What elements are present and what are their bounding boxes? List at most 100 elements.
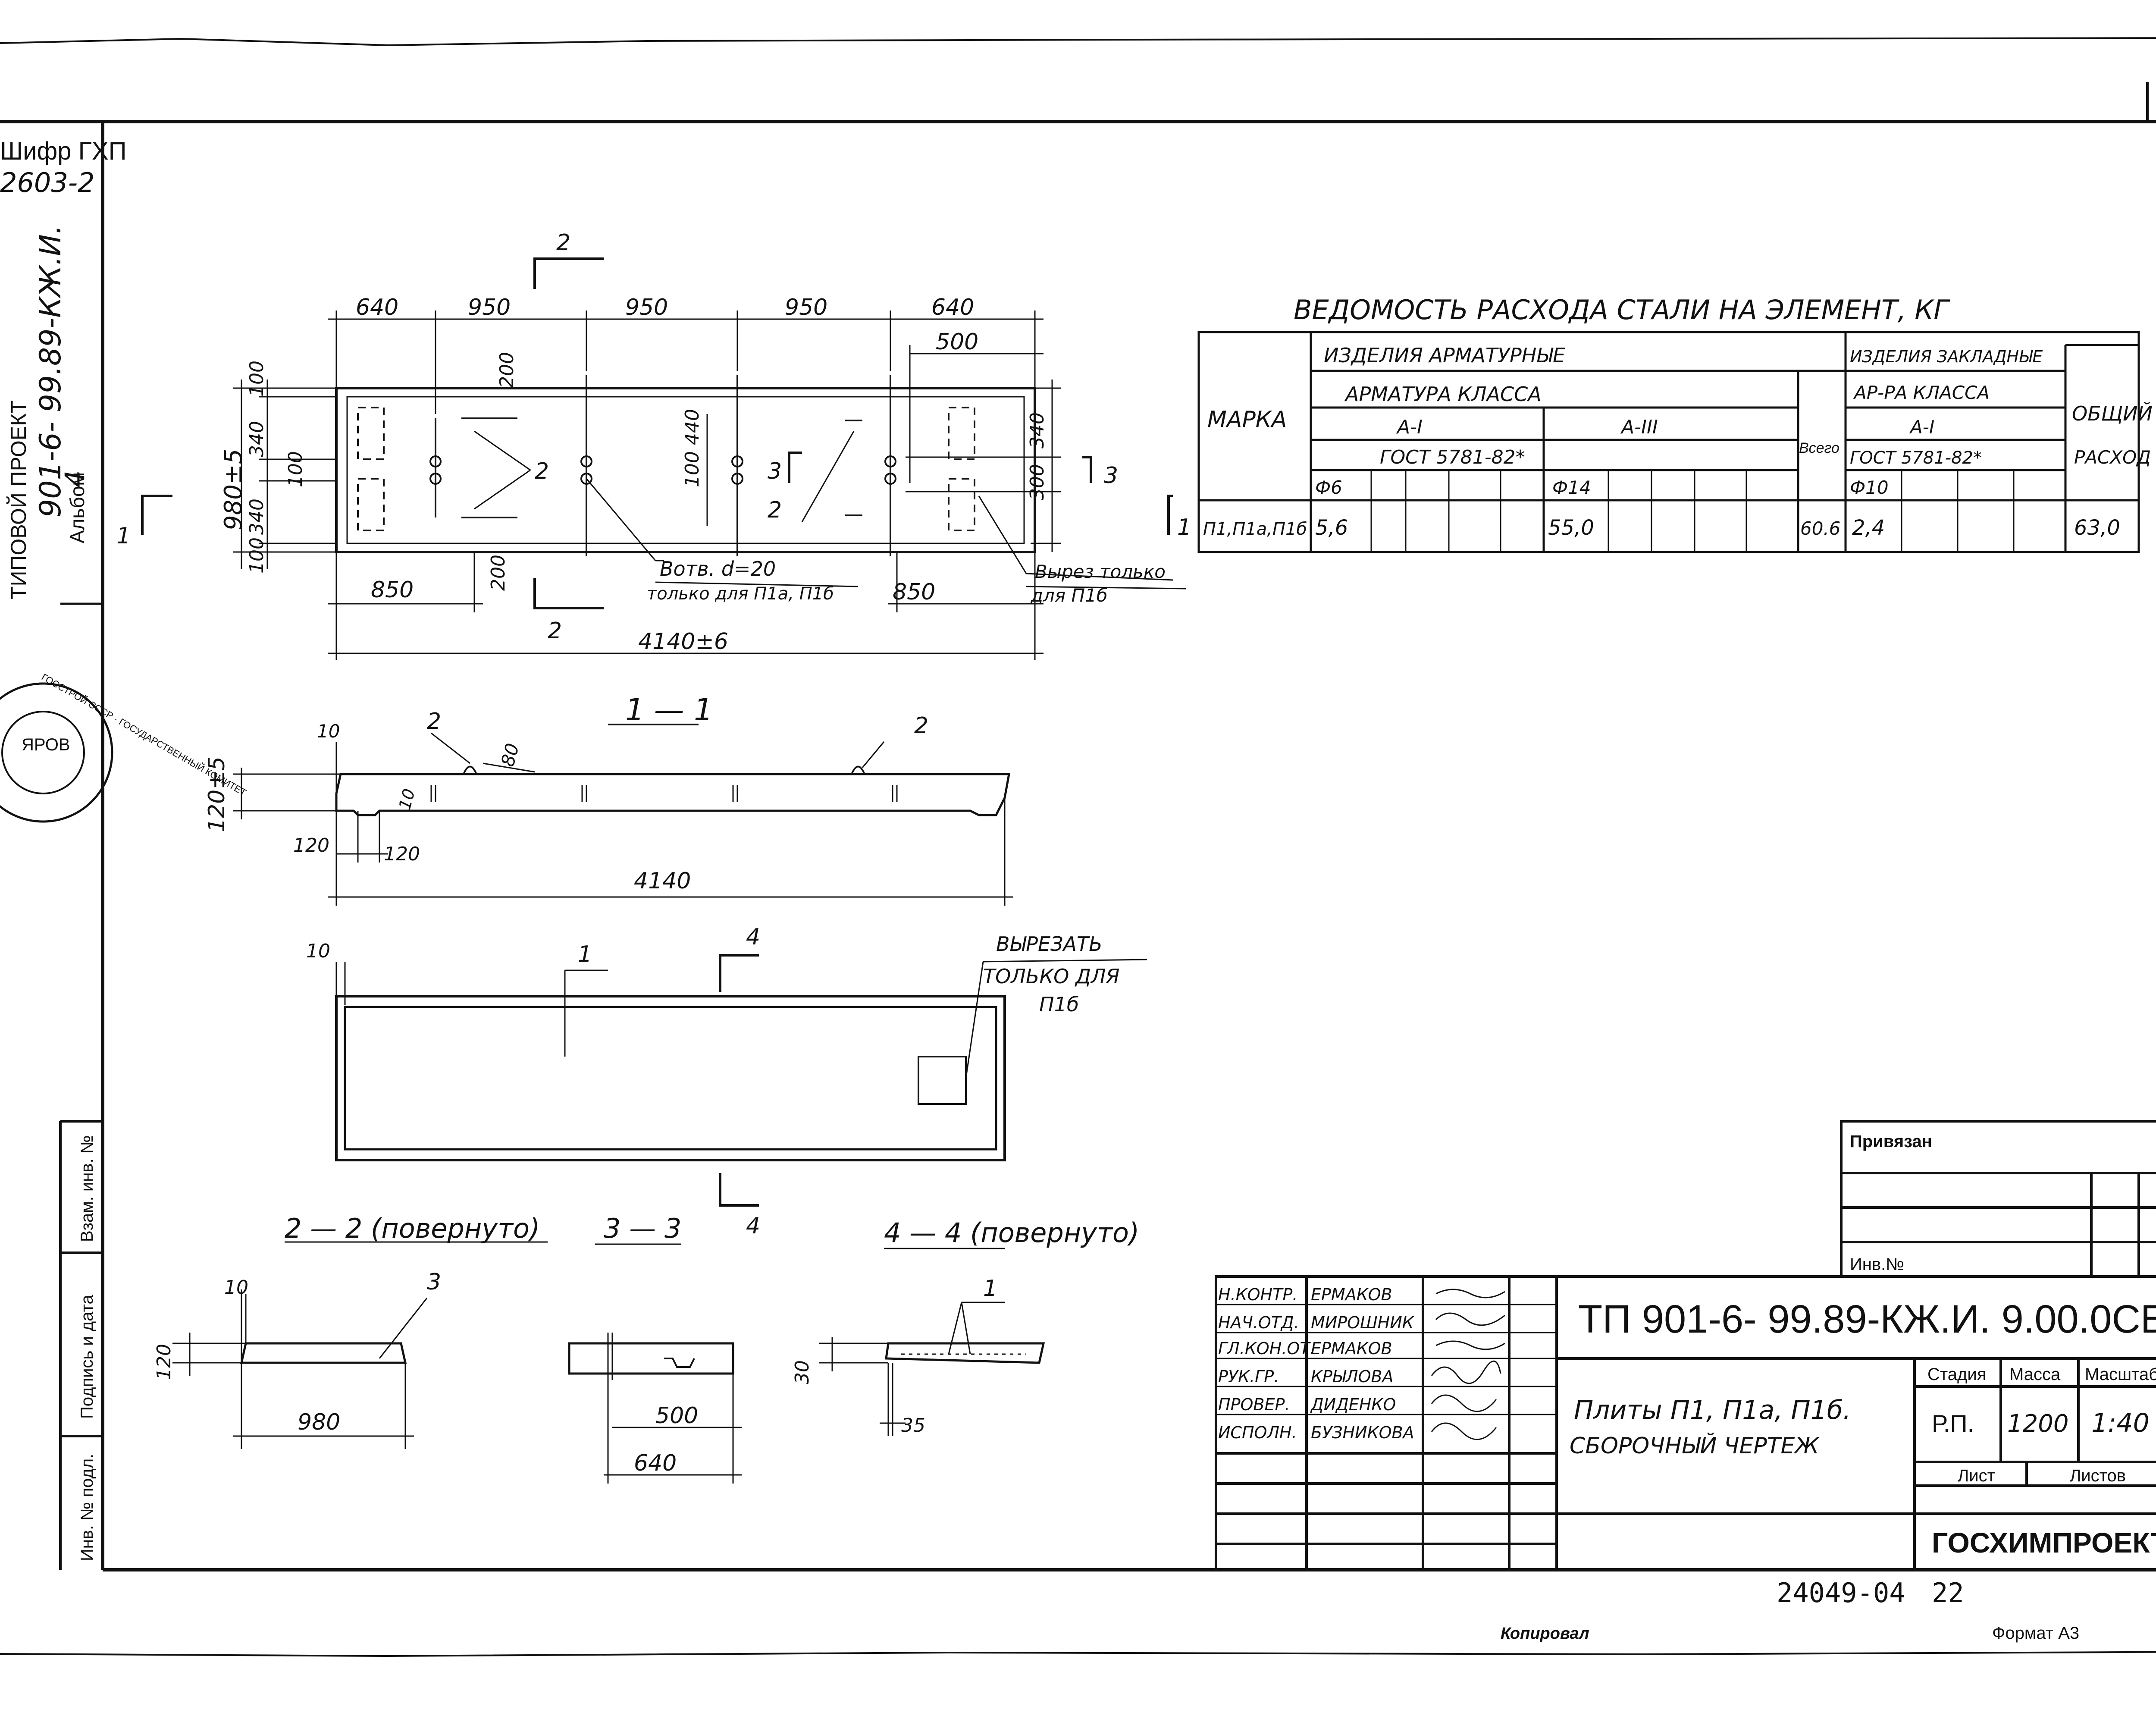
name-4: КРЫЛОВА	[1311, 1367, 1394, 1386]
dim-left-100b: 100	[285, 451, 307, 487]
emb-class: А-I	[1909, 417, 1934, 438]
dim-left-100a: 100	[246, 361, 268, 397]
col-general-1: ОБЩИЙ	[2072, 402, 2153, 425]
cut-note-2: для П1б	[1030, 585, 1108, 606]
dim-top-3: 950	[625, 295, 668, 320]
s22-dim-120: 120	[153, 1344, 175, 1380]
name-2: МИРОШНИК	[1311, 1313, 1415, 1332]
project-type: ТИПОВОЙ ПРОЕКТ	[6, 400, 31, 599]
dim-right-340: 340	[1026, 412, 1048, 449]
s33-dim-640: 640	[634, 1450, 677, 1476]
section-2-2-outline	[240, 1342, 407, 1364]
stage-label: Стадия	[1927, 1365, 1986, 1384]
gost-rebar: ГОСТ 5781-82*	[1380, 446, 1525, 468]
label-2-right: 2	[768, 497, 782, 523]
name-3: ЕРМАКОВ	[1311, 1339, 1392, 1358]
sub-rebar: АРМАТУРА КЛАССА	[1344, 383, 1542, 406]
role-2: НАЧ.ОТД.	[1218, 1313, 1299, 1332]
section-4-4-title: 4 — 4 (повернуто)	[884, 1217, 1139, 1248]
scale-label: Масштаб	[2085, 1365, 2156, 1384]
album-value: 4	[59, 470, 91, 487]
organization: ГОСХИМПРОЕКТ	[1932, 1527, 2156, 1559]
dim-total-length: 4140±6	[638, 629, 728, 655]
s44-dim-30: 30	[791, 1360, 813, 1384]
col-total: Всего	[1799, 440, 1839, 456]
section-mark-3-left: 3	[768, 458, 782, 484]
slab-plan-outline	[335, 387, 1036, 553]
section-mark-2-bottom: 2	[548, 618, 562, 644]
approval-sign-date: Подпись и дата	[78, 1295, 97, 1419]
scale-value: 1:40	[2091, 1408, 2150, 1438]
row-v10: 2,4	[1852, 516, 1885, 540]
archive-page: 22	[1932, 1577, 1964, 1609]
album-label: Альбом	[66, 472, 88, 543]
pb-cut-note-2: ТОЛЬКО ДЛЯ	[983, 965, 1119, 988]
cut-note-1: Вырез только	[1035, 561, 1166, 582]
role-4: РУК.ГР.	[1218, 1367, 1279, 1386]
pb-cut-note-3: П1б	[1039, 993, 1079, 1016]
s33-dim-500: 500	[655, 1403, 698, 1429]
pb-section-4-top: 4	[746, 924, 760, 950]
sheet-label: Лист	[1958, 1466, 1995, 1485]
s11-label-2a: 2	[427, 709, 441, 734]
hole-note-1: Вотв. d=20	[660, 557, 776, 580]
s44-dim-35: 35	[901, 1415, 925, 1437]
col-general-2: РАСХОД	[2074, 447, 2151, 468]
group-embedded: ИЗДЕЛИЯ ЗАКЛАДНЫЕ	[1850, 347, 2043, 366]
top-edge-line	[0, 37, 2156, 47]
cipher-label: Шифр ГХП	[0, 137, 126, 165]
d10: Ф10	[1850, 477, 1889, 498]
s11-label-2b: 2	[914, 713, 928, 739]
section-3-3-outline	[568, 1342, 734, 1375]
role-5: ПРОВЕР.	[1218, 1395, 1290, 1414]
pb-label-1: 1	[578, 941, 592, 967]
s22-label-3: 3	[427, 1269, 441, 1295]
s11-dim-120a: 120	[293, 834, 329, 856]
bottom-edge-line	[0, 1651, 2156, 1657]
dim-top-4: 950	[785, 295, 827, 320]
name-1: ЕРМАКОВ	[1311, 1285, 1392, 1304]
approval-inv-orig: Инв. № подл.	[78, 1454, 97, 1561]
row-v6: 5,6	[1315, 516, 1348, 540]
pb-section-4-bottom: 4	[746, 1213, 760, 1239]
s44-label-1: 1	[983, 1276, 997, 1302]
section-mark-3-right: 3	[1104, 463, 1118, 489]
dim-440: 100 440	[681, 409, 703, 487]
emb-gost: ГОСТ 5781-82*	[1850, 448, 1982, 468]
name-6: БУЗНИКОВА	[1311, 1423, 1414, 1442]
stamp-center: ЯРОВ	[22, 735, 70, 754]
sheets-label: Листов	[2070, 1466, 2126, 1485]
group-rebar: ИЗДЕЛИЯ АРМАТУРНЫЕ	[1324, 344, 1565, 367]
stage-value: Р.П.	[1932, 1410, 1974, 1437]
col-mark: МАРКА	[1207, 407, 1287, 433]
s11-dim-height: 120±5	[204, 756, 230, 832]
sub-embedded: АР-РА КЛАССА	[1853, 382, 1990, 403]
dim-top-5: 640	[931, 295, 974, 320]
section-mark-1-right: 1	[1177, 514, 1191, 540]
steel-table-grid	[1197, 331, 2140, 553]
row-mark: П1,П1а,П1б	[1203, 519, 1307, 539]
section-1-1-outline	[335, 773, 1010, 816]
d6: Ф6	[1315, 477, 1342, 498]
dim-top-1: 640	[356, 295, 398, 320]
dim-left-100c: 100	[246, 537, 268, 574]
d14: Ф14	[1552, 477, 1591, 498]
dim-200-top: 200	[496, 352, 518, 388]
dim-500-plan: 500	[936, 329, 978, 355]
title-block-grid	[1215, 1120, 2156, 1571]
s11-dim-120b: 120	[384, 843, 420, 865]
dim-200-bottom: 200	[487, 555, 509, 591]
dim-850-left: 850	[371, 577, 414, 603]
class-a3: А-III	[1620, 416, 1658, 438]
dim-top-2: 950	[468, 295, 511, 320]
row-general: 63,0	[2074, 516, 2120, 540]
class-a1: А-I	[1396, 416, 1423, 438]
section-mark-2-top: 2	[556, 230, 570, 256]
dim-left-340b: 340	[246, 499, 268, 535]
cipher-value: 2603-2	[0, 167, 95, 198]
role-3: ГЛ.КОН.ОТ.	[1218, 1339, 1315, 1358]
section-2-2-title: 2 — 2 (повернуто)	[285, 1213, 540, 1244]
s11-dim-length: 4140	[634, 868, 691, 894]
format-label: Формат А3	[1992, 1624, 2079, 1643]
